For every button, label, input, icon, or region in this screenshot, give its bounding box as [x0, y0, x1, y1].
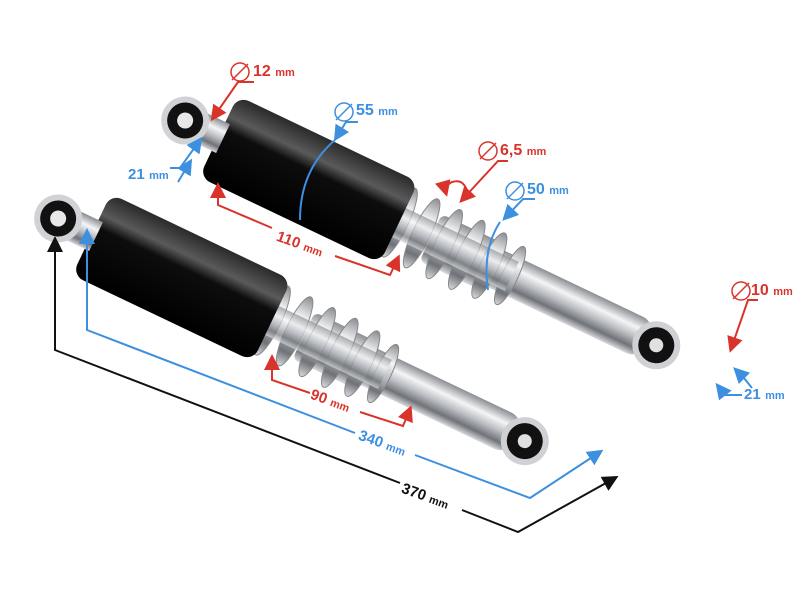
label-bottom-eye-width: 21 mm — [744, 386, 785, 403]
label-bottom-eye-diameter: 10 mm — [751, 282, 793, 299]
annotation-bottom-eye-width — [715, 367, 753, 401]
label-top-eye-width: 21 mm — [128, 166, 169, 183]
annotation-body-diameter — [299, 102, 358, 221]
label-body-diameter: 55 mm — [356, 102, 398, 119]
annotation-bottom-eye-diameter — [727, 281, 758, 353]
annotation-spring-diameter — [485, 181, 535, 291]
label-spring-wire-diameter: 6,5 mm — [500, 142, 547, 159]
annotation-spring-wire-diameter — [435, 141, 508, 203]
annotation-overall-length — [47, 236, 619, 534]
annotation-body-length — [210, 182, 401, 277]
label-top-eye-diameter: 12 mm — [253, 63, 295, 80]
shock-absorber-upper — [161, 96, 681, 370]
annotation-spring-length — [264, 354, 413, 428]
label-spring-diameter: 50 mm — [527, 181, 569, 198]
annotation-eye-to-eye-length — [79, 228, 604, 500]
annotation-top-eye-width — [170, 136, 203, 183]
annotation-top-eye-diameter — [210, 62, 254, 122]
